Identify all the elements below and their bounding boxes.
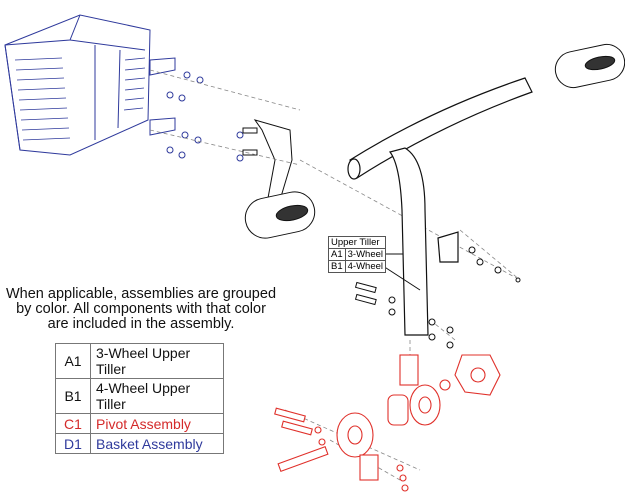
color-grouping-note: When applicable, assemblies are grouped … [0, 287, 282, 332]
legend-label: Basket Assembly [90, 433, 224, 454]
note-line: When applicable, assemblies are grouped [5, 286, 277, 302]
legend-code: B1 [55, 378, 91, 414]
basket-hardware [166, 71, 244, 162]
legend-row-a1: A1 3-Wheel Upper Tiller [55, 343, 224, 379]
callout-title: Upper Tiller [328, 236, 386, 249]
legend-row-b1: B1 4-Wheel Upper Tiller [55, 378, 224, 414]
legend-code: A1 [55, 343, 91, 379]
bracket [242, 119, 293, 201]
note-line: are included in the assembly. [47, 316, 235, 332]
legend-row-d1: D1 Basket Assembly [55, 433, 224, 454]
note-line: by color. All components with that color [16, 301, 266, 317]
pivot-assembly [274, 354, 501, 492]
handle-grip-left [244, 191, 316, 239]
callout-code: A1 [328, 248, 346, 261]
legend-label: 4-Wheel Upper Tiller [90, 378, 224, 414]
basket-assembly [4, 14, 176, 156]
legend-label: 3-Wheel Upper Tiller [90, 343, 224, 379]
callout-label: 4-Wheel [344, 260, 387, 273]
legend-label: Pivot Assembly [90, 413, 224, 434]
upper-tiller [347, 77, 533, 336]
legend-code: C1 [55, 413, 91, 434]
callout-code: B1 [328, 260, 346, 273]
tiller-hardware [354, 246, 521, 349]
legend-row-c1: C1 Pivot Assembly [55, 413, 224, 434]
legend-code: D1 [55, 433, 91, 454]
callout-arrows [382, 253, 421, 291]
callout-label: 3-Wheel [344, 248, 387, 261]
upper-tiller-callout: Upper Tiller A1 3-Wheel B1 4-Wheel [328, 236, 387, 273]
handle-grip-right [554, 43, 625, 89]
assembly-legend-table: A1 3-Wheel Upper Tiller B1 4-Wheel Upper… [55, 343, 224, 454]
